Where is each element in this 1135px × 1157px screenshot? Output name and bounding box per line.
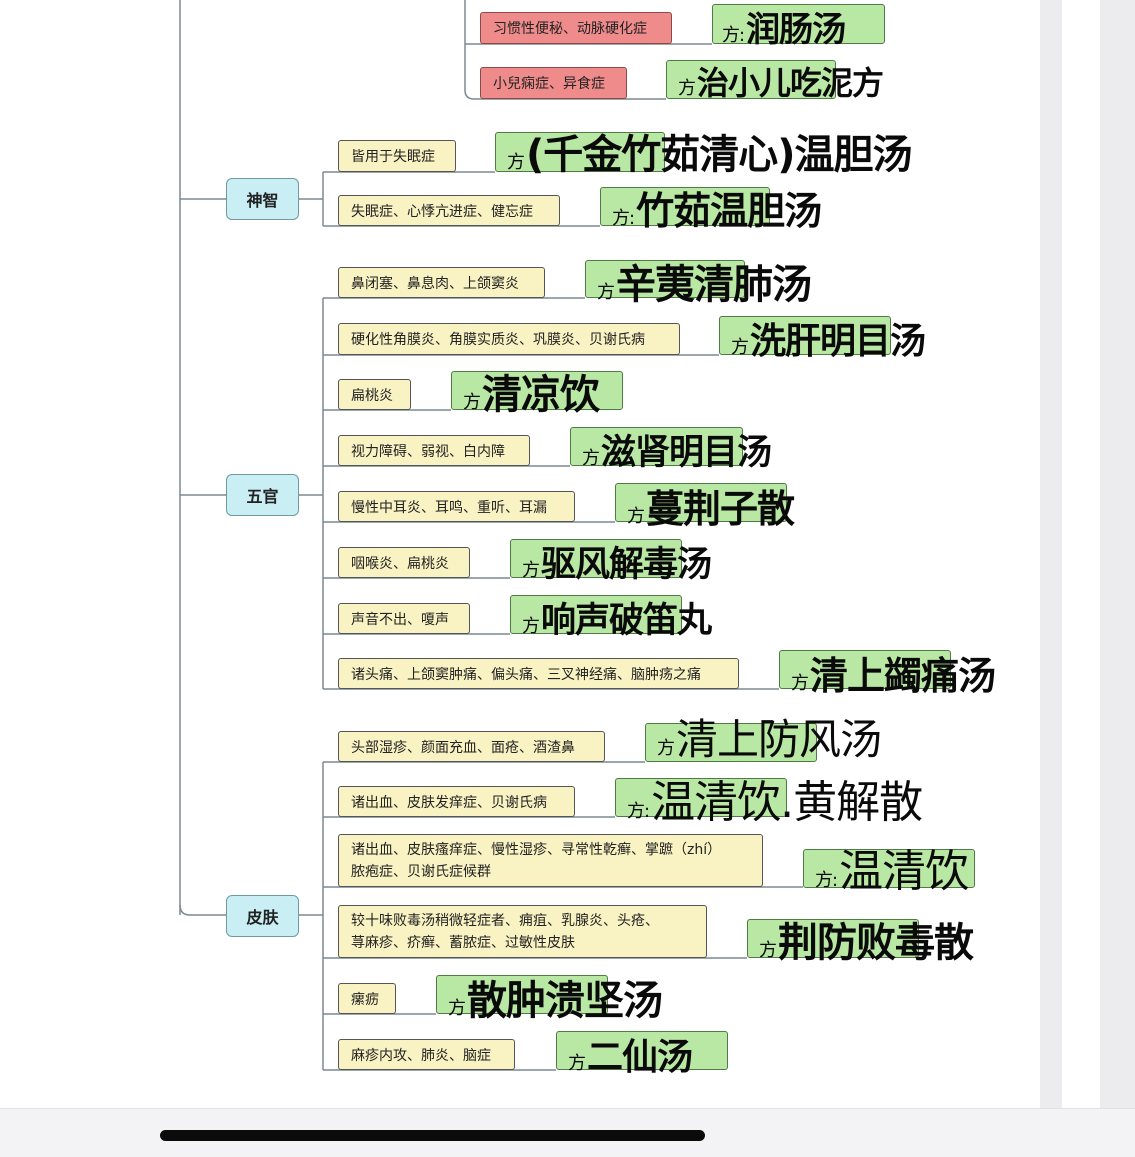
symptom-node[interactable]: 皆用于失眠症 [338,140,456,172]
formula-node[interactable] [510,539,682,578]
symptom-node[interactable]: 失眠症、心悸亢进症、健忘症 [338,195,560,226]
formula-node[interactable] [615,483,787,522]
symptom-node[interactable]: 麻疹内攻、肺炎、脑症 [338,1039,515,1070]
right-side-panel [1100,0,1135,1108]
symptom-label: 头部湿疹、颜面充血、面疮、酒渣鼻 [351,739,575,756]
category-shenzhi[interactable]: 神智 [226,178,299,220]
symptom-label: 皆用于失眠症 [351,149,435,165]
formula-handwriting: 方(千金竹茹清心)温胆汤 [507,132,913,178]
formula-node[interactable] [585,260,745,298]
formula-handwriting: 方驱风解毒汤 [522,545,712,585]
formula-handwriting: 方:温清饮.黄解散 [627,777,923,828]
symptom-label: 瘰疬 [351,991,379,1008]
formula-handwriting: 方清上蠲痛汤 [791,654,996,698]
symptom-node[interactable]: 声音不出、嗄声 [338,603,470,634]
symptom-node[interactable]: 较十味败毒汤稍微轻症者、痈疽、乳腺炎、头疮、 荨麻疹、疥癣、蓄脓症、过敏性皮肤 [338,905,707,958]
category-wuguan[interactable]: 五官 [226,474,299,516]
formula-handwriting: 方二仙汤 [568,1037,693,1078]
formula-node[interactable] [779,650,951,689]
category-pifu[interactable]: 皮肤 [226,895,299,937]
formula-node[interactable] [436,975,608,1014]
home-indicator[interactable] [160,1130,705,1141]
symptom-node[interactable]: 诸头痛、上颌窦肿痛、偏头痛、三叉神经痛、脑肿疡之痛 [338,658,739,689]
symptom-label: 扁桃炎 [351,387,393,404]
symptom-label: 诸头痛、上颌窦肿痛、偏头痛、三叉神经痛、脑肿疡之痛 [351,666,701,683]
formula-handwriting: 方辛荑清肺汤 [597,262,812,308]
formula-handwriting: 方:润肠汤 [722,10,846,50]
connector-lines [179,0,803,1071]
formula-node[interactable] [712,4,885,44]
formula-node[interactable] [495,132,665,172]
symptom-label-line: 较十味败毒汤稍微轻症者、痈疽、乳腺炎、头疮、 [351,912,659,929]
symptom-node[interactable]: 诸出血、皮肤瘙痒症、慢性湿疹、寻常性乾癣、掌蹠（zhí） 脓疱症、贝谢氏症候群 [338,834,763,887]
symptom-label-line: 诸出血、皮肤瘙痒症、慢性湿疹、寻常性乾癣、掌蹠（zhí） [351,841,722,858]
symptom-label: 硬化性角膜炎、角膜实质炎、巩膜炎、贝谢氏病 [351,332,645,348]
symptom-node[interactable]: 咽喉炎、扁桃炎 [338,547,470,578]
formula-node[interactable] [719,316,891,355]
symptom-label: 鼻闭塞、鼻息肉、上颌窦炎 [351,275,519,292]
right-scroll-gutter [1040,0,1062,1108]
formula-node[interactable] [600,187,770,226]
formula-handwriting: 方响声破笛丸 [522,601,712,641]
symptom-node[interactable]: 头部湿疹、颜面充血、面疮、酒渣鼻 [338,731,605,762]
formula-handwriting: 方蔓荆子散 [627,487,795,531]
formula-handwriting: 方滋肾明目汤 [582,433,772,473]
formula-node[interactable] [645,723,817,762]
symptom-node[interactable]: 鼻闭塞、鼻息肉、上颌窦炎 [338,267,545,298]
symptom-label: 咽喉炎、扁桃炎 [351,555,449,572]
symptom-node[interactable]: 视力障碍、弱视、白内障 [338,435,530,466]
symptom-node[interactable]: 诸出血、皮肤发痒症、贝谢氏病 [338,786,575,817]
symptom-node[interactable]: 慢性中耳炎、耳鸣、重听、耳漏 [338,491,575,522]
formula-node[interactable] [803,849,975,888]
symptom-node[interactable]: 瘰疬 [338,983,396,1014]
formula-node[interactable] [510,595,682,634]
symptom-label: 失眠症、心悸亢进症、健忘症 [351,203,533,220]
symptom-label-line: 脓疱症、贝谢氏症候群 [351,863,491,880]
formula-node[interactable] [747,919,919,958]
symptom-label: 麻疹内攻、肺炎、脑症 [351,1047,491,1064]
symptom-node[interactable]: 扁桃炎 [338,379,411,410]
formula-handwriting: 方清凉饮 [463,372,600,418]
symptom-node[interactable]: 小兒痫症、异食症 [480,67,627,99]
formula-handwriting: 方清上防风汤 [657,715,882,764]
symptom-label-line: 荨麻疹、疥癣、蓄脓症、过敏性皮肤 [351,934,575,951]
symptom-label: 视力障碍、弱视、白内障 [351,443,505,460]
formula-handwriting: 方洗肝明目汤 [731,321,926,362]
symptom-label: 习惯性便秘、动脉硬化症 [493,21,647,37]
formula-node[interactable] [451,371,623,410]
symptom-label: 慢性中耳炎、耳鸣、重听、耳漏 [351,499,547,516]
formula-handwriting: 方荆防败毒散 [759,920,974,966]
formula-node[interactable] [556,1031,728,1070]
formula-handwriting: 方散肿溃坚汤 [448,978,663,1024]
symptom-node[interactable]: 硬化性角膜炎、角膜实质炎、巩膜炎、贝谢氏病 [338,323,680,355]
symptom-label: 诸出血、皮肤发痒症、贝谢氏病 [351,794,547,811]
formula-node[interactable] [570,427,743,466]
formula-node[interactable] [666,60,836,99]
symptom-label: 小兒痫症、异食症 [493,76,605,92]
formula-handwriting: 方:竹茹温胆汤 [612,189,822,233]
formula-handwriting: 方:温清饮 [815,846,969,897]
symptom-node[interactable]: 习惯性便秘、动脉硬化症 [480,12,672,44]
symptom-label: 声音不出、嗄声 [351,611,449,628]
formula-handwriting: 方治小儿吃泥方 [678,64,884,102]
formula-node[interactable] [615,778,787,817]
